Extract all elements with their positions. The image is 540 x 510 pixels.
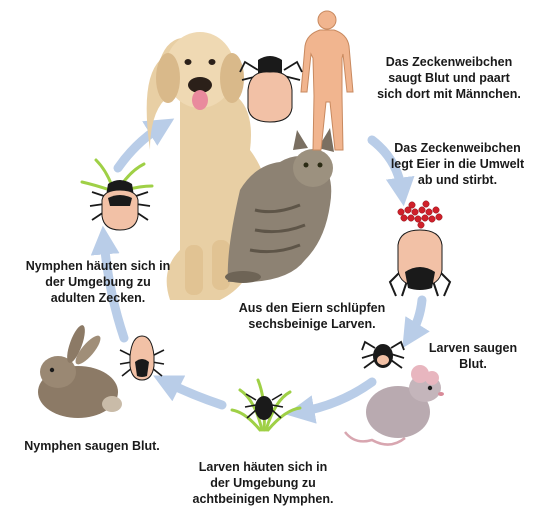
- rabbit-photo: [38, 323, 122, 418]
- mouse-photo: [345, 365, 444, 445]
- arrow-mouse-to-grass: [300, 382, 372, 412]
- tick-nymph-icon: [120, 336, 164, 380]
- arrow-grass-to-dog: [118, 126, 162, 168]
- human-figure: [301, 11, 353, 150]
- arrow-eggs-to-larva: [410, 300, 422, 336]
- tick-eggs-icon: [398, 201, 442, 228]
- tick-engorged-adult-icon: [240, 56, 302, 122]
- tick-female-laying-icon: [390, 230, 450, 296]
- step-label-nymphs-feed: Nymphen saugen Blut.: [2, 438, 182, 454]
- arrow-grass-to-rabbit: [166, 382, 222, 405]
- tick-larva-icon: [362, 342, 404, 368]
